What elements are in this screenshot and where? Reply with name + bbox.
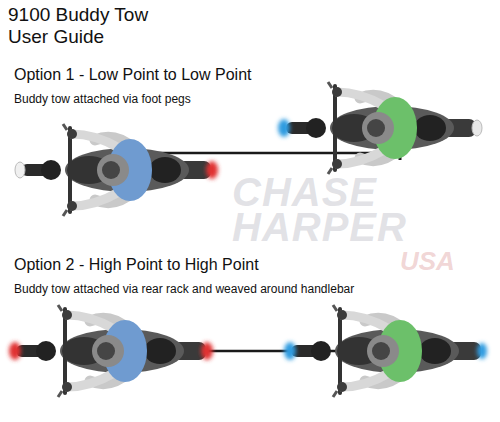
taillight [477, 343, 487, 359]
page-title: 9100 Buddy Tow [8, 4, 148, 26]
motorcycle-rider [21, 124, 211, 216]
taillight [201, 342, 213, 360]
motorcycle-rider [291, 305, 481, 397]
option-description: Buddy tow attached via foot pegs [14, 92, 191, 106]
option-description: Buddy tow attached via rear rack and wea… [14, 282, 354, 296]
watermark: USA [400, 246, 455, 277]
taillight [206, 161, 218, 179]
towed-motorcycle-1 [278, 82, 482, 174]
watermark: HARPER [232, 205, 407, 250]
lead-motorcycle-2 [9, 305, 213, 397]
headlight [9, 342, 21, 360]
option-heading: Option 2 - High Point to High Point [14, 256, 259, 274]
taillight [472, 120, 482, 136]
headlight [278, 119, 290, 137]
motorcycle-rider [286, 82, 476, 174]
towed-motorcycle-2 [284, 305, 487, 397]
headlight [15, 162, 25, 178]
subtitle: User Guide [8, 26, 104, 48]
motorcycle-rider [16, 305, 206, 397]
headlight [284, 342, 296, 360]
option-heading: Option 1 - Low Point to Low Point [14, 66, 251, 84]
lead-motorcycle-1 [15, 124, 218, 216]
